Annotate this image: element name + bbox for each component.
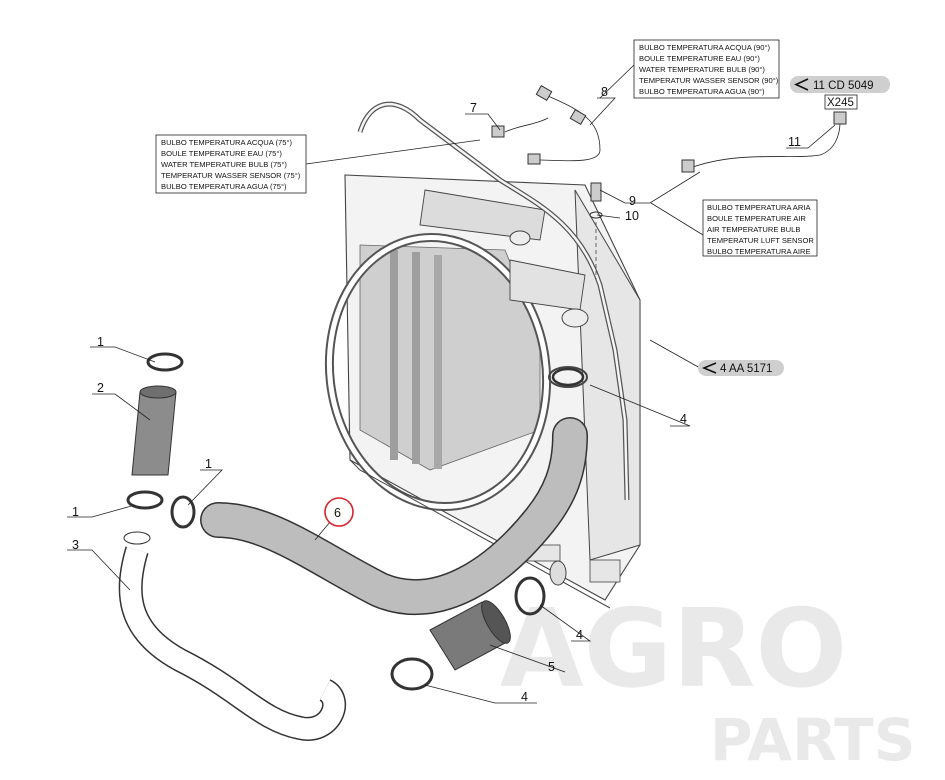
svg-text:TEMPERATUR WASSER SENSOR (90°): TEMPERATUR WASSER SENSOR (90°) — [639, 76, 779, 85]
callout-7-sensor: 7 — [470, 101, 477, 115]
callout-3-pipe: 3 — [72, 538, 79, 552]
watermark-parts: PARTS — [710, 706, 915, 774]
svg-text:BULBO TEMPERATURA ARIA: BULBO TEMPERATURA ARIA — [707, 203, 811, 212]
svg-text:BOULE TEMPERATURE EAU (90°): BOULE TEMPERATURE EAU (90°) — [639, 54, 760, 63]
callout-6-highlight-circle — [324, 497, 354, 527]
info-box-water-75: BULBO TEMPERATURA ACQUA (75°) BOULE TEMP… — [155, 134, 307, 194]
svg-text:11 CD 5049: 11 CD 5049 — [813, 80, 874, 92]
sensors — [491, 84, 847, 280]
callout-2-hose: 2 — [97, 381, 104, 395]
radiator-assembly — [324, 101, 641, 609]
watermark-agro: AGRO — [500, 587, 847, 712]
callout-4-clamp-bottom: 4 — [521, 690, 528, 704]
svg-text:BOULE TEMPERATURE EAU (75°): BOULE TEMPERATURE EAU (75°) — [161, 149, 282, 158]
callout-5-hose: 5 — [548, 660, 555, 674]
callout-6-hose: 6 — [334, 506, 341, 520]
hose-6 — [200, 417, 588, 616]
svg-text:BULBO TEMPERATURA ACQUA (90°): BULBO TEMPERATURA ACQUA (90°) — [639, 43, 771, 52]
svg-text:4 AA 5171: 4 AA 5171 — [720, 363, 772, 375]
reference-tag-right: 4 AA 5171 — [698, 360, 784, 376]
callout-9-sensor: 9 — [629, 194, 636, 208]
svg-text:X245: X245 — [827, 97, 854, 109]
svg-text:BULBO TEMPERATURA AIRE: BULBO TEMPERATURA AIRE — [707, 247, 811, 256]
svg-text:BOULE TEMPERATURE AIR: BOULE TEMPERATURE AIR — [707, 214, 806, 223]
hose-5 — [429, 600, 511, 671]
leader-lines — [67, 64, 836, 704]
svg-text:BULBO TEMPERATURA AGUA (75°): BULBO TEMPERATURA AGUA (75°) — [161, 182, 287, 191]
callout-4-clamp-mid: 4 — [576, 628, 583, 642]
reference-tag-top: 11 CD 5049 — [790, 76, 890, 93]
callout-10-oring: 10 — [625, 209, 639, 223]
callout-1-clamp-top: 1 — [97, 335, 104, 349]
svg-text:BULBO TEMPERATURA AGUA (90°): BULBO TEMPERATURA AGUA (90°) — [639, 87, 765, 96]
svg-text:WATER TEMPERATURE BULB (75°): WATER TEMPERATURE BULB (75°) — [161, 160, 287, 169]
svg-text:BULBO TEMPERATURA ACQUA (75°): BULBO TEMPERATURA ACQUA (75°) — [161, 138, 293, 147]
callout-4-clamp-radiator: 4 — [680, 412, 687, 426]
svg-text:WATER TEMPERATURE BULB (90°): WATER TEMPERATURE BULB (90°) — [639, 65, 765, 74]
hose-2 — [131, 385, 177, 476]
connector-label: X245 — [824, 94, 858, 110]
callout-1-clamp-left: 1 — [72, 505, 79, 519]
watermark: AGRO PARTS — [500, 587, 915, 774]
svg-text:TEMPERATUR LUFT SENSOR: TEMPERATUR LUFT SENSOR — [707, 236, 814, 245]
svg-text:TEMPERATUR WASSER SENSOR (75°): TEMPERATUR WASSER SENSOR (75°) — [161, 171, 301, 180]
pipe-3 — [118, 531, 347, 741]
callout-11-harness: 11 — [788, 135, 801, 149]
arrow-left-icon — [701, 362, 717, 374]
callouts: 1 2 1 1 3 6 4 4 5 4 7 8 9 10 11 — [72, 85, 801, 704]
svg-text:AIR TEMPERATURE BULB: AIR TEMPERATURE BULB — [707, 225, 800, 234]
info-box-air: BULBO TEMPERATURA ARIA BOULE TEMPERATURE… — [702, 199, 818, 257]
arrow-left-icon — [794, 78, 809, 91]
callout-8-sensor: 8 — [601, 85, 608, 99]
callout-1-clamp-right: 1 — [205, 457, 212, 471]
clamps — [126, 352, 585, 691]
info-box-water-90: BULBO TEMPERATURA ACQUA (90°) BOULE TEMP… — [633, 39, 780, 99]
